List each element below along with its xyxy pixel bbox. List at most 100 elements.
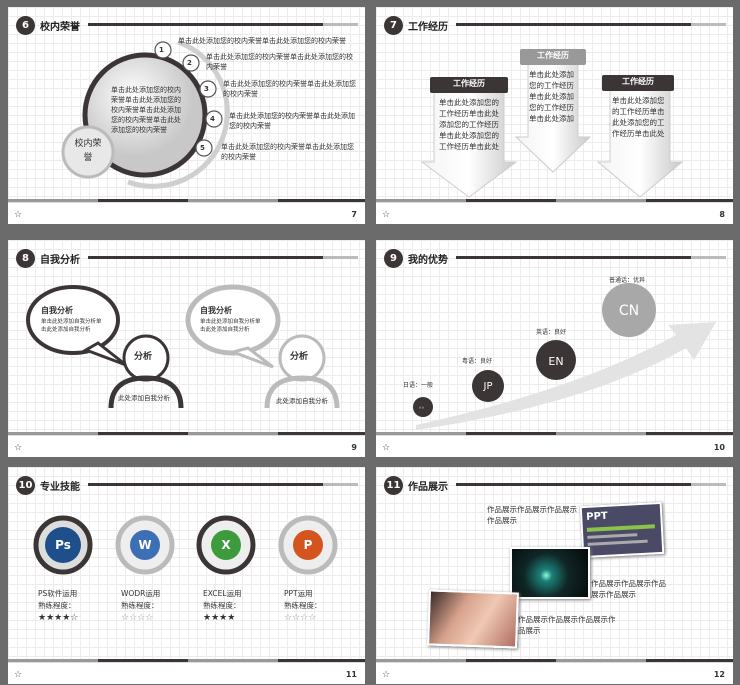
- section-number: 11: [384, 475, 403, 495]
- lang-caption: 英语：良好: [536, 329, 567, 336]
- honor-item-text: 单击此处添加您的校内荣誉单击此处添加您的校内荣誉: [229, 112, 355, 130]
- slide-header: 9 我的优势: [384, 248, 448, 268]
- slide-footer: ☆ 8: [376, 202, 733, 224]
- skill-stars: ★★★★☆: [38, 613, 79, 623]
- slide-thumbnail-11[interactable]: 10 专业技能 Ps W X P PS软件运用 熟练程度： ★★★★☆ WODR…: [8, 467, 365, 684]
- career-text: 单击此处添加您的工作经历单击此处添加您的工作经历单击此处添加您的工作经历单击此处: [439, 98, 499, 151]
- lang-caption: 普通话：优异: [609, 277, 646, 284]
- section-number: 10: [16, 475, 35, 495]
- section-title: 专业技能: [40, 481, 80, 493]
- skill-level: 熟练程度：: [121, 601, 159, 610]
- section-title: 工作经历: [408, 21, 448, 33]
- honor-item-text: 单击此处添加您的校内荣誉单击此处添加您的校内荣誉: [178, 37, 346, 45]
- skill-name: PPT运用: [284, 589, 313, 598]
- person-label: 分析: [290, 352, 309, 362]
- lang-code: EN: [548, 355, 564, 368]
- career-label: 工作经历: [537, 51, 569, 60]
- bubble-title: 自我分析: [41, 306, 73, 315]
- skill-name: EXCEL运用: [203, 589, 242, 598]
- page-number: 12: [713, 670, 725, 679]
- bubble-text: 单击此处添加自我分析单击此处添加自我分析: [200, 319, 261, 333]
- slide-footer: ☆ 7: [8, 202, 365, 224]
- slide-footer: ☆ 12: [376, 662, 733, 684]
- career-text: 单击此处添加您的工作经历单击此处添加您的工作经历单击此处添加: [529, 70, 574, 123]
- honor-badge: 校内荣誉: [74, 139, 102, 163]
- star-icon: ☆: [14, 210, 23, 220]
- honor-num: 4: [210, 115, 215, 123]
- slide-header: 10 专业技能: [16, 475, 80, 495]
- skill-stars: ☆☆☆☆: [284, 613, 317, 623]
- slide-thumbnail-10[interactable]: 9 我的优势 CN EN JP 。。 普通话：优异 英语：良好 粤语：良好 日语…: [376, 240, 733, 457]
- bubble-text: 单击此处添加自我分析单击此处添加自我分析: [41, 319, 102, 333]
- slide-thumbnail-7[interactable]: 6 校内荣誉 单击此处添加您的校内荣誉单击此处添加您的校内荣誉单击此处添加您的校…: [8, 7, 365, 224]
- page-number: 8: [719, 210, 725, 219]
- photoshop-icon: Ps: [55, 538, 71, 552]
- section-title: 校内荣誉: [40, 21, 80, 33]
- page-number: 10: [713, 443, 725, 452]
- slide-thumbnail-12[interactable]: 11 作品展示 PPT 作品展示作品展示作品展示作品展示 作品展示作品展示作品展…: [376, 467, 733, 684]
- work-caption: 作品展示作品展示作品展示作品展示: [487, 505, 577, 525]
- skill-icons: [33, 515, 338, 575]
- person-label: 分析: [134, 352, 153, 362]
- page-number: 7: [351, 210, 357, 219]
- lang-code: 。。: [419, 404, 427, 410]
- star-icon: ☆: [382, 670, 391, 680]
- skill-level: 熟练程度：: [203, 601, 241, 610]
- person-caption: 此处添加自我分析: [118, 394, 170, 402]
- header-rule: [456, 483, 726, 486]
- slide-header: 11 作品展示: [384, 475, 448, 495]
- honor-item-text: 单击此处添加您的校内荣誉单击此处添加您的校内荣誉: [223, 80, 356, 98]
- work-caption: 作品展示作品展示作品展示作品展示: [518, 615, 616, 635]
- skill-stars: ★★★★: [203, 613, 236, 623]
- slide-thumbnail-9[interactable]: 8 自我分析 自我分析 单击此处添加自我分析单击此处添加自我分析 自我分析 单击…: [8, 240, 365, 457]
- career-label: 工作经历: [453, 79, 485, 88]
- advantage-graphic: [413, 283, 716, 430]
- slide-header: 8 自我分析: [16, 248, 80, 268]
- section-number: 8: [16, 248, 35, 268]
- career-label: 工作经历: [622, 77, 654, 86]
- slide-thumbnail-8[interactable]: 7 工作经历 工作经历 工作经历 工作经历 单击此处添加您的工作经历单击此处添加…: [376, 7, 733, 224]
- honor-num: 3: [204, 85, 209, 93]
- slide-footer: ☆ 9: [8, 435, 365, 457]
- skill-name: PS软件运用: [38, 589, 78, 598]
- header-rule: [88, 483, 358, 486]
- header-rule: [456, 256, 726, 259]
- honor-num: 1: [159, 46, 164, 54]
- lang-code: CN: [618, 303, 640, 319]
- skill-name: WODR运用: [121, 589, 161, 598]
- work-caption: 作品展示作品展示作品展示作品展示: [591, 579, 666, 599]
- slide-header: 6 校内荣誉: [16, 15, 80, 35]
- section-title: 我的优势: [408, 254, 448, 266]
- skill-level: 熟练程度：: [284, 601, 322, 610]
- slide-header: 7 工作经历: [384, 15, 448, 35]
- section-number: 9: [384, 248, 403, 268]
- section-number: 6: [16, 15, 35, 35]
- section-number: 7: [384, 15, 403, 35]
- career-text: 单击此处添加您的工作经历单击此处添加您的工作经历单击此处: [612, 96, 665, 138]
- header-rule: [88, 256, 358, 259]
- honor-num: 5: [200, 144, 205, 152]
- star-icon: ☆: [14, 670, 23, 680]
- honor-center-text: 单击此处添加您的校内荣誉单击此处添加您的校内荣誉单击此处添加您的校内荣誉单击此处…: [111, 86, 181, 134]
- work-thumbnail-portrait: [427, 589, 519, 649]
- slide-footer: ☆ 11: [8, 662, 365, 684]
- page-number: 9: [351, 443, 357, 452]
- honor-item-text: 单击此处添加您的校内荣誉单击此处添加您的校内荣誉: [206, 53, 353, 71]
- star-icon: ☆: [382, 210, 391, 220]
- star-icon: ☆: [14, 443, 23, 453]
- powerpoint-icon: P: [303, 538, 313, 552]
- career-arrows: [420, 49, 684, 198]
- header-rule: [456, 23, 726, 26]
- slide-footer: ☆ 10: [376, 435, 733, 457]
- header-rule: [88, 23, 358, 26]
- star-icon: ☆: [382, 443, 391, 453]
- skill-level: 熟练程度：: [38, 601, 76, 610]
- section-title: 作品展示: [408, 481, 448, 493]
- word-icon: W: [138, 538, 152, 552]
- work-thumbnail-ppt: PPT: [579, 501, 665, 559]
- skill-stars: ☆☆☆☆: [121, 613, 154, 623]
- self-analysis-graphic: [26, 284, 340, 409]
- section-title: 自我分析: [40, 254, 80, 266]
- page-number: 11: [345, 670, 357, 679]
- lang-caption: 粤语：良好: [462, 358, 493, 365]
